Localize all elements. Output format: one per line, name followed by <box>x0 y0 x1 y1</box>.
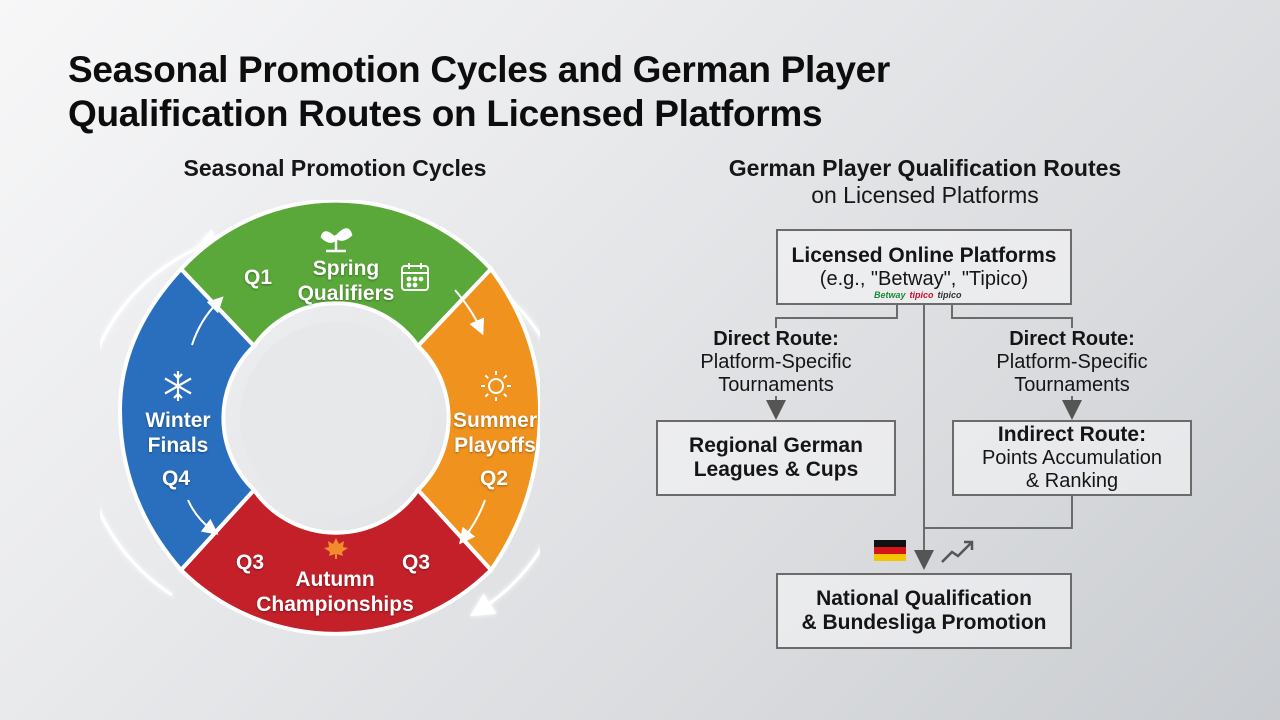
quarter-label-q3-right: Q3 <box>402 551 431 574</box>
arrow-q2-q3 <box>459 499 486 545</box>
segment-summer <box>415 265 540 574</box>
calendar-icon <box>401 263 429 291</box>
logo-betway: Betway <box>874 290 906 300</box>
segment-label-winter: Winter Finals <box>145 409 211 457</box>
route-right-title: Direct Route: <box>1009 328 1135 350</box>
indirect-line1: Points Accumulation <box>981 447 1163 469</box>
route-right: Direct Route: Platform-Specific Tourname… <box>972 328 1172 397</box>
logo-tipico: tipico <box>909 290 934 300</box>
national-qualification-box: National Qualification & Bundesliga Prom… <box>776 573 1072 649</box>
segment-winter <box>117 266 257 574</box>
quarter-label-q1: Q1 <box>244 266 273 289</box>
route-left-title: Direct Route: <box>713 328 839 350</box>
platforms-box: Licensed Online Platforms (e.g., "Betway… <box>776 229 1072 305</box>
routes-heading: German Player Qualification Routes <box>728 155 1122 181</box>
quarter-label-q3-left: Q3 <box>236 551 265 574</box>
german-flag-icon <box>874 540 906 561</box>
connector-right <box>951 305 1073 328</box>
sun-icon <box>481 371 511 401</box>
regional-leagues-box: Regional German Leagues & Cups <box>656 420 896 496</box>
cycle-diagram <box>100 200 540 636</box>
logo-tipico-2: tipico <box>937 290 962 300</box>
platform-logos: Betway tipico tipico <box>874 290 962 300</box>
regional-line2: Leagues & Cups <box>693 458 859 481</box>
route-left-desc: Platform-Specific Tournaments <box>700 351 852 396</box>
platforms-examples: (e.g., "Betway", "Tipico) <box>819 267 1029 290</box>
route-right-desc: Platform-Specific Tournaments <box>996 351 1148 396</box>
national-line2: & Bundesliga Promotion <box>801 611 1047 634</box>
cycle-heading: Seasonal Promotion Cycles <box>183 155 487 181</box>
page-title: Seasonal Promotion Cycles and German Pla… <box>68 49 890 134</box>
indirect-line2: & Ranking <box>1025 470 1119 492</box>
national-line1: National Qualification <box>816 587 1032 610</box>
maple-leaf-icon <box>324 538 348 559</box>
connector-indirect <box>924 496 1073 529</box>
quarter-label-q4: Q4 <box>162 467 191 490</box>
arrow-q4-q1 <box>191 296 224 346</box>
arrow-q1-q2 <box>454 289 485 336</box>
segment-label-autumn: Autumn Championships <box>256 568 414 616</box>
arrow-q3-q4 <box>187 499 219 535</box>
segment-label-summer: Summer Playoffs <box>452 409 538 457</box>
quarter-label-q2: Q2 <box>480 467 509 490</box>
routes-subheading: on Licensed Platforms <box>811 182 1039 208</box>
route-left: Direct Route: Platform-Specific Tourname… <box>676 328 876 397</box>
connector-left <box>775 305 898 328</box>
indirect-route-box: Indirect Route: Points Accumulation & Ra… <box>952 420 1192 496</box>
segment-label-spring: Spring Qualifiers <box>297 257 395 305</box>
regional-line1: Regional German <box>689 434 863 457</box>
sprout-icon <box>320 228 353 253</box>
platforms-title: Licensed Online Platforms <box>791 243 1057 267</box>
segment-spring <box>178 200 494 350</box>
trend-arrow-icon <box>941 540 974 563</box>
indirect-title: Indirect Route: <box>997 423 1147 446</box>
outer-arc-left <box>100 229 221 597</box>
snowflake-icon <box>164 371 192 401</box>
